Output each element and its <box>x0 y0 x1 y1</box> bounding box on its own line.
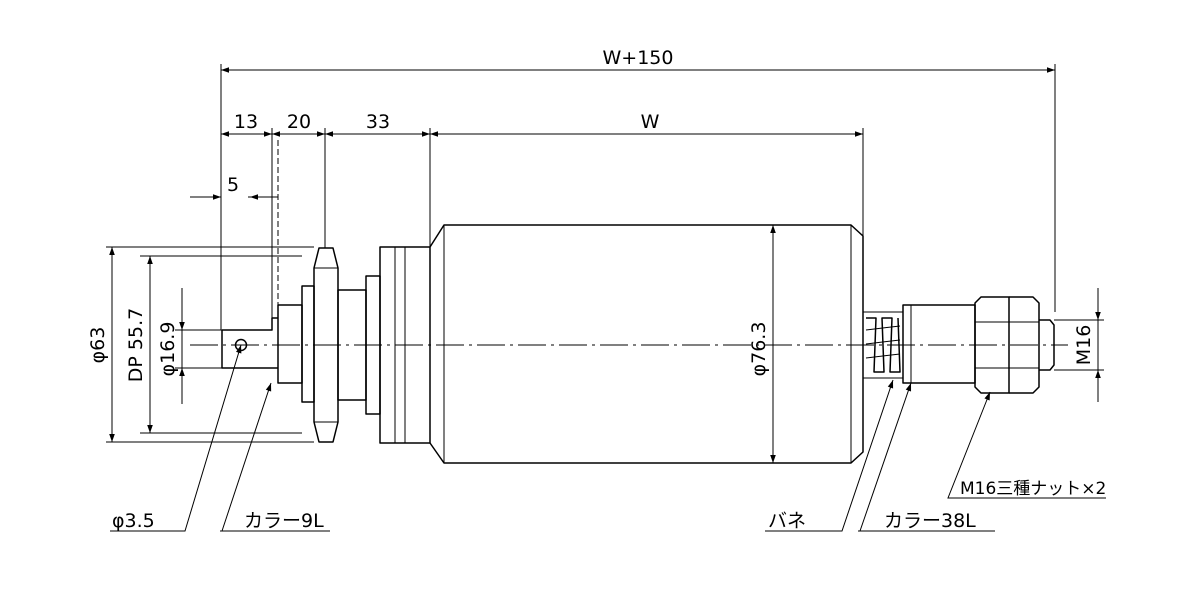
roller-tube <box>429 224 864 464</box>
dim-phi763-label: φ76.3 <box>748 322 770 377</box>
dim-33-label: 33 <box>366 111 390 133</box>
nuts <box>974 296 1055 394</box>
dim-overall-label: W+150 <box>603 47 674 69</box>
callout-collar-left: カラー9L <box>244 510 324 532</box>
callout-nuts: M16三種ナット×2 <box>960 479 1106 499</box>
dim-w-label: W <box>641 111 660 133</box>
dim-20-label: 20 <box>287 111 311 133</box>
dim-dp557-label: DP 55.7 <box>125 308 147 382</box>
dim-phi169-label: φ16.9 <box>157 322 179 377</box>
dim-13-label: 13 <box>234 111 258 133</box>
collar-38l <box>902 304 976 384</box>
bearing-flange <box>313 247 339 443</box>
end-cap <box>379 246 431 444</box>
dim-m16-label: M16 <box>1073 325 1095 366</box>
extension-lines <box>106 64 1104 443</box>
callout-collar-right: カラー38L <box>884 510 976 532</box>
dim-5-label: 5 <box>227 174 239 196</box>
callout-hole: φ3.5 <box>112 510 155 532</box>
left-shaft <box>221 285 315 403</box>
leader-lines <box>110 344 1106 532</box>
collar-9l <box>277 304 303 384</box>
callout-spring: バネ <box>768 510 806 532</box>
dimension-lines <box>109 67 1101 463</box>
dim-phi63-label: φ63 <box>87 327 109 364</box>
